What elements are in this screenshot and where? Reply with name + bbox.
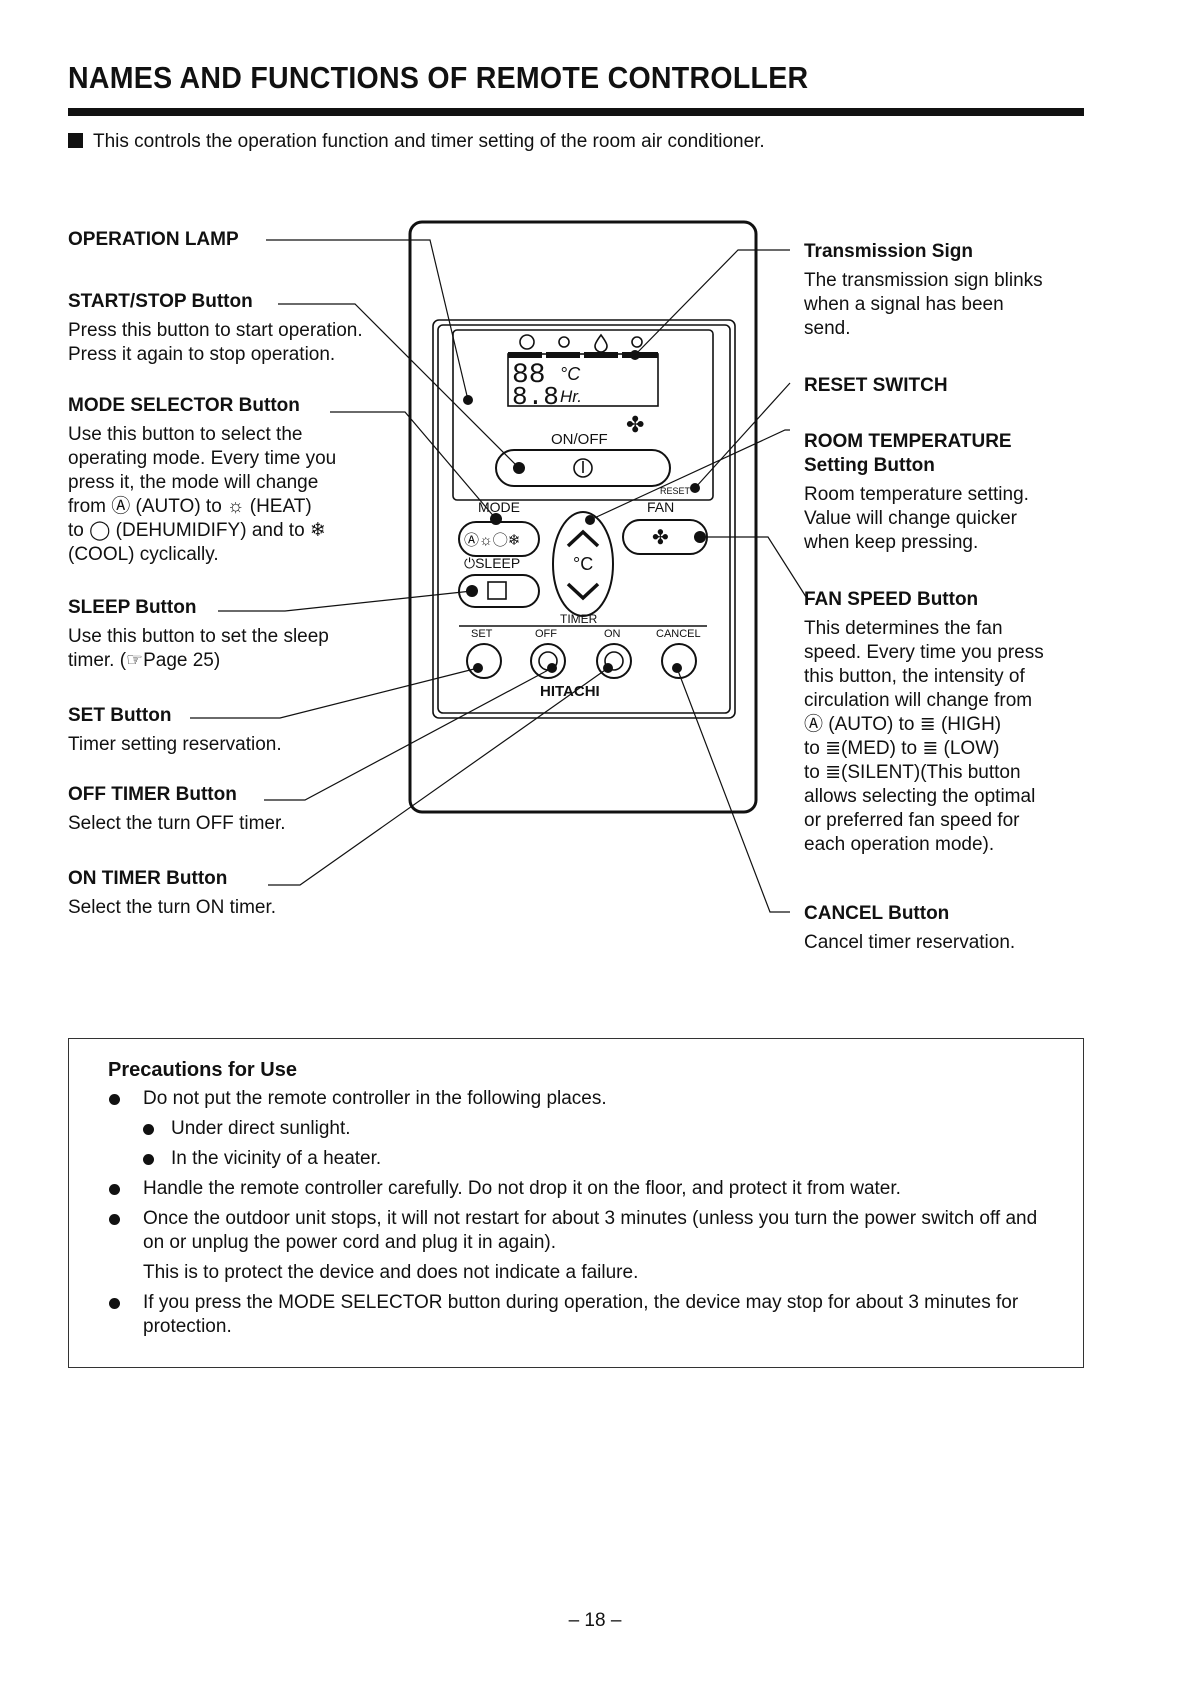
on-timer-clock-icon xyxy=(604,651,624,671)
mode-bar xyxy=(546,352,580,358)
lcd-temperature-digits: 88 xyxy=(512,360,546,391)
label-operation-lamp: OPERATION LAMP xyxy=(68,228,239,257)
label-title: OPERATION LAMP xyxy=(68,229,239,250)
label-title: START/STOP Button xyxy=(68,291,253,312)
list-item: This is to protect the device and does n… xyxy=(143,1262,639,1283)
lcd-celsius: °C xyxy=(560,364,581,384)
label-mode-selector: MODE SELECTOR Button Use this button to … xyxy=(68,394,336,567)
mode-label: MODE xyxy=(478,499,520,515)
intro-text: This controls the operation function and… xyxy=(68,131,765,153)
reset-label: RESET xyxy=(660,486,691,496)
precautions-box: Precautions for Use Do not put the remot… xyxy=(68,1038,1084,1368)
intro-sentence: This controls the operation function and… xyxy=(93,131,765,152)
label-desc: Use this button to set the sleep timer. … xyxy=(68,626,329,671)
auto-mode-icon xyxy=(519,334,535,350)
label-desc: Timer setting reservation. xyxy=(68,734,282,755)
sleep-button[interactable] xyxy=(458,574,540,608)
label-desc: Cancel timer reservation. xyxy=(804,932,1016,953)
label-desc: The transmission sign blinks when a sign… xyxy=(804,270,1043,339)
list-item: Under direct sunlight. xyxy=(107,1117,1057,1141)
list-item: Do not put the remote controller in the … xyxy=(107,1087,1057,1111)
remote-body xyxy=(408,220,758,814)
label-sleep: SLEEP Button Use this button to set the … xyxy=(68,596,329,673)
list-item: If you press the MODE SELECTOR button du… xyxy=(107,1291,1057,1339)
room-temperature-button[interactable] xyxy=(552,511,614,617)
mode-cycle-icons: Ⓐ☼◯❄ xyxy=(464,532,520,549)
label-desc: Use this button to select the operating … xyxy=(68,424,337,565)
fan-icon: ✤ xyxy=(626,412,644,437)
timer-label: TIMER xyxy=(560,612,598,626)
fan-label: FAN xyxy=(647,499,674,515)
cancel-label: CANCEL xyxy=(656,628,701,640)
lcd-hour: Hr. xyxy=(560,387,582,406)
label-title: FAN SPEED Button xyxy=(804,589,979,610)
onoff-label: ON/OFF xyxy=(551,431,608,448)
remote-panel xyxy=(432,319,736,719)
precautions-title: Precautions for Use xyxy=(108,1059,297,1081)
label-desc: Room temperature setting. Value will cha… xyxy=(804,484,1029,553)
label-title: ON TIMER Button xyxy=(68,868,228,889)
title-rule xyxy=(68,108,1084,116)
label-desc: Select the turn ON timer. xyxy=(68,897,277,918)
sleep-label: ⏻SLEEP xyxy=(464,555,520,571)
precautions-list: Do not put the remote controller in the … xyxy=(107,1087,1057,1345)
brand-logo: HITACHI xyxy=(540,683,600,700)
label-title: RESET SWITCH xyxy=(804,375,948,396)
page-number: – 18 – xyxy=(568,1610,622,1631)
fan-button-icon: ✤ xyxy=(652,527,669,549)
label-title: SET Button xyxy=(68,705,172,726)
lcd-timer-digits: 8.8 xyxy=(512,382,559,412)
lcd-frame xyxy=(452,329,714,501)
off-label: OFF xyxy=(535,628,557,640)
on-label: ON xyxy=(604,628,621,640)
page-title: NAMES AND FUNCTIONS OF REMOTE CONTROLLER xyxy=(68,60,809,95)
mode-bar xyxy=(508,352,542,358)
dehumidify-mode-icon xyxy=(594,333,608,353)
label-off-timer: OFF TIMER Button Select the turn OFF tim… xyxy=(68,783,286,836)
label-on-timer: ON TIMER Button Select the turn ON timer… xyxy=(68,867,276,920)
label-title: MODE SELECTOR Button xyxy=(68,395,300,416)
on-timer-button[interactable] xyxy=(596,643,632,679)
heat-mode-icon xyxy=(558,336,570,348)
label-title: ROOM TEMPERATURE Setting Button xyxy=(804,431,1012,476)
list-item: Handle the remote controller carefully. … xyxy=(107,1177,1057,1201)
label-set: SET Button Timer setting reservation. xyxy=(68,704,282,757)
label-title: CANCEL Button xyxy=(804,903,950,924)
lcd-display xyxy=(507,353,659,407)
list-item: Once the outdoor unit stops, it will not… xyxy=(107,1207,1057,1255)
cancel-button[interactable] xyxy=(661,643,697,679)
label-transmission-sign: Transmission Sign The transmission sign … xyxy=(804,240,1043,341)
label-desc: This determines the fan speed. Every tim… xyxy=(804,618,1044,855)
square-bullet-icon xyxy=(68,133,83,148)
power-icon xyxy=(573,458,593,478)
set-label: SET xyxy=(471,628,493,640)
label-fan-speed: FAN SPEED Button This determines the fan… xyxy=(804,588,1044,857)
label-start-stop: START/STOP Button Press this button to s… xyxy=(68,290,363,367)
remote-panel-inner xyxy=(437,324,731,714)
set-button[interactable] xyxy=(466,643,502,679)
label-title: SLEEP Button xyxy=(68,597,197,618)
label-title: Transmission Sign xyxy=(804,241,973,262)
start-stop-button[interactable] xyxy=(495,449,671,487)
label-cancel: CANCEL Button Cancel timer reservation. xyxy=(804,902,1015,955)
sleep-icon xyxy=(487,581,507,600)
label-reset-switch: RESET SWITCH xyxy=(804,374,948,403)
label-room-temperature: ROOM TEMPERATURE Setting Button Room tem… xyxy=(804,430,1029,555)
label-title: OFF TIMER Button xyxy=(68,784,237,805)
label-desc: Press this button to start operation. Pr… xyxy=(68,320,363,365)
remote-controller-diagram: 88 8.8 °C Hr. ON/OFF RESET MODE FAN ⏻SLE… xyxy=(190,220,809,913)
cool-mode-icon xyxy=(631,336,643,348)
list-item: In the vicinity of a heater. xyxy=(107,1147,1057,1171)
label-desc: Select the turn OFF timer. xyxy=(68,813,286,834)
mode-bar xyxy=(584,352,618,358)
temperature-button-label: °C xyxy=(573,554,593,574)
off-timer-button[interactable] xyxy=(530,643,566,679)
